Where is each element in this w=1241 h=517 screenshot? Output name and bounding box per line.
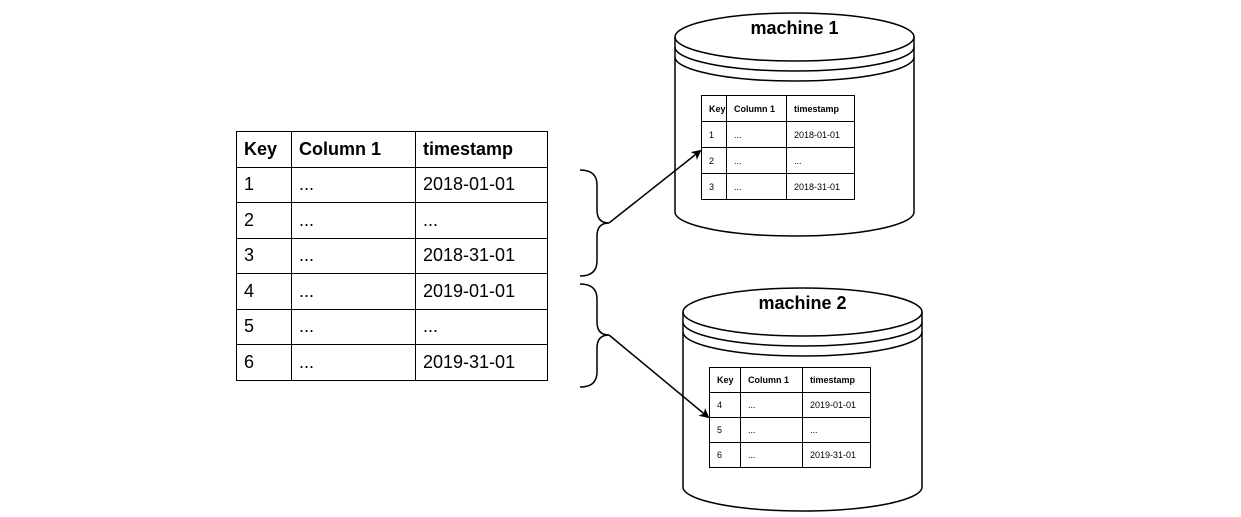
table-row: 3 ... 2018-31-01 xyxy=(701,173,855,200)
cell-key: 1 xyxy=(701,121,727,148)
cell-timestamp: 2019-31-01 xyxy=(802,442,871,468)
cell-timestamp: ... xyxy=(415,308,548,345)
cell-timestamp: ... xyxy=(802,417,871,443)
cell-column-1: ... xyxy=(291,166,416,203)
brace-group-1 xyxy=(579,169,610,277)
machine-2-table: Key Column 1 timestamp 4 ... 2019-01-01 … xyxy=(709,367,871,468)
cell-column-1: ... xyxy=(726,147,787,174)
cell-key: 2 xyxy=(236,202,292,239)
table-row: 5 ... ... xyxy=(709,417,871,443)
source-table: Key Column 1 timestamp 1 ... 2018-01-01 … xyxy=(236,131,548,381)
table-header-row: Key Column 1 timestamp xyxy=(236,131,548,168)
cell-key: 4 xyxy=(709,392,741,418)
cell-timestamp: 2018-01-01 xyxy=(786,121,855,148)
table-row: 4 ... 2019-01-01 xyxy=(709,392,871,418)
header-column-1: Column 1 xyxy=(726,95,787,122)
cell-column-1: ... xyxy=(291,273,416,310)
header-column-1: Column 1 xyxy=(740,367,803,393)
machine-1-label: machine 1 xyxy=(750,18,839,38)
cell-column-1: ... xyxy=(726,121,787,148)
cell-key: 5 xyxy=(709,417,741,443)
table-header-row: Key Column 1 timestamp xyxy=(709,367,871,393)
arrow-to-machine-1 xyxy=(608,149,702,224)
cell-timestamp: ... xyxy=(415,202,548,239)
machine-2-label: machine 2 xyxy=(758,293,847,313)
table-row: 2 ... ... xyxy=(701,147,855,174)
table-row: 6 ... 2019-31-01 xyxy=(236,344,548,381)
header-timestamp: timestamp xyxy=(802,367,871,393)
table-row: 1 ... 2018-01-01 xyxy=(701,121,855,148)
table-row: 5 ... ... xyxy=(236,308,548,345)
cell-column-1: ... xyxy=(291,237,416,274)
cell-key: 6 xyxy=(709,442,741,468)
cell-column-1: ... xyxy=(740,442,803,468)
table-row: 1 ... 2018-01-01 xyxy=(236,166,548,203)
cell-timestamp: 2018-31-01 xyxy=(415,237,548,274)
cell-key: 2 xyxy=(701,147,727,174)
cell-key: 1 xyxy=(236,166,292,203)
table-header-row: Key Column 1 timestamp xyxy=(701,95,855,122)
table-row: 3 ... 2018-31-01 xyxy=(236,237,548,274)
cell-column-1: ... xyxy=(740,392,803,418)
cell-key: 4 xyxy=(236,273,292,310)
header-key: Key xyxy=(709,367,741,393)
cell-timestamp: 2019-01-01 xyxy=(802,392,871,418)
table-row: 2 ... ... xyxy=(236,202,548,239)
cell-column-1: ... xyxy=(726,173,787,200)
cell-timestamp: ... xyxy=(786,147,855,174)
table-row: 6 ... 2019-31-01 xyxy=(709,442,871,468)
cell-key: 3 xyxy=(236,237,292,274)
cell-column-1: ... xyxy=(740,417,803,443)
cell-key: 5 xyxy=(236,308,292,345)
brace-group-2 xyxy=(579,283,610,388)
cell-key: 6 xyxy=(236,344,292,381)
table-row: 4 ... 2019-01-01 xyxy=(236,273,548,310)
header-key: Key xyxy=(236,131,292,168)
header-key: Key xyxy=(701,95,727,122)
cell-timestamp: 2018-31-01 xyxy=(786,173,855,200)
cell-column-1: ... xyxy=(291,202,416,239)
cell-timestamp: 2019-01-01 xyxy=(415,273,548,310)
cell-timestamp: 2019-31-01 xyxy=(415,344,548,381)
cell-timestamp: 2018-01-01 xyxy=(415,166,548,203)
header-timestamp: timestamp xyxy=(786,95,855,122)
header-column-1: Column 1 xyxy=(291,131,416,168)
cell-key: 3 xyxy=(701,173,727,200)
machine-1-table: Key Column 1 timestamp 1 ... 2018-01-01 … xyxy=(701,95,855,200)
cell-column-1: ... xyxy=(291,308,416,345)
arrow-to-machine-2 xyxy=(608,334,710,419)
header-timestamp: timestamp xyxy=(415,131,548,168)
cell-column-1: ... xyxy=(291,344,416,381)
